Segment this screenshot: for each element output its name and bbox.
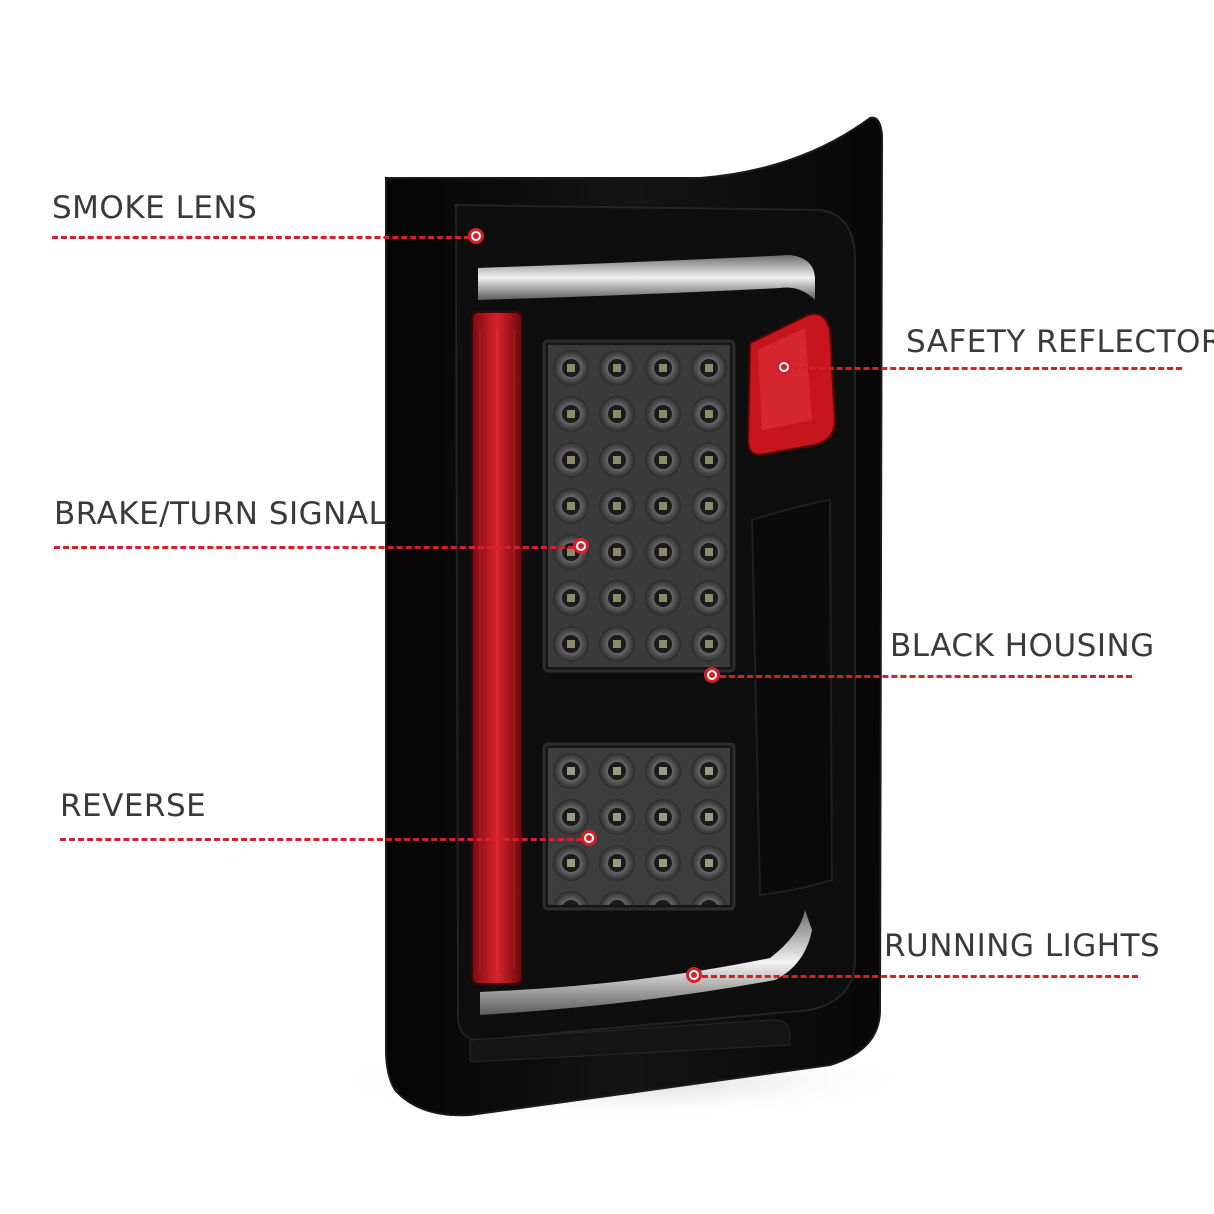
callout-line-black-housing [720, 675, 1132, 678]
callout-marker-smoke-lens [468, 228, 484, 244]
callout-line-running-lights [702, 975, 1138, 978]
callout-label-brake-turn-signal: BRAKE/TURN SIGNAL [54, 496, 387, 532]
callout-line-brake-turn-signal [54, 546, 574, 549]
callout-label-running-lights: RUNNING LIGHTS [884, 928, 1161, 964]
callout-marker-black-housing [704, 667, 720, 683]
callout-label-safety-reflector: SAFETY REFLECTOR [906, 324, 1214, 360]
callout-line-reverse [60, 838, 582, 841]
callout-label-black-housing: BLACK HOUSING [890, 628, 1155, 664]
callout-marker-brake-turn-signal [573, 538, 589, 554]
callout-line-safety-reflector [792, 367, 1182, 370]
callout-marker-running-lights [686, 967, 702, 983]
callout-line-smoke-lens [52, 236, 470, 239]
callout-marker-safety-reflector [776, 359, 792, 375]
callout-label-reverse: REVERSE [60, 788, 207, 824]
callout-label-smoke-lens: SMOKE LENS [52, 190, 258, 226]
callout-marker-reverse [581, 830, 597, 846]
